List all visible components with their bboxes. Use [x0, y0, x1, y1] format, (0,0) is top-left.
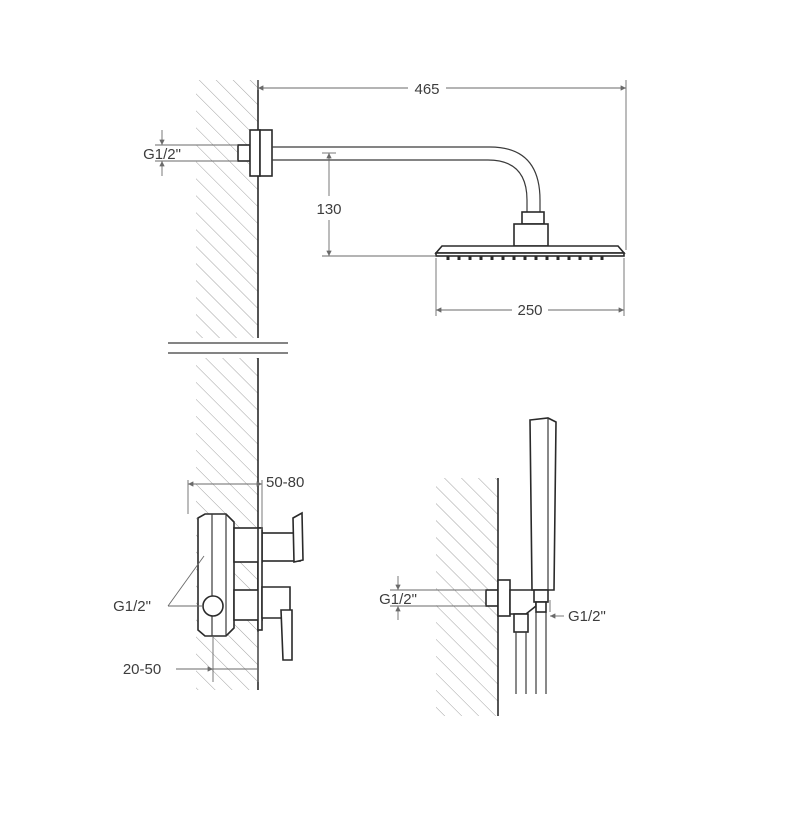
- hand-shower-assembly: [485, 417, 557, 694]
- dimension-hand-inlet: G1/2": [379, 576, 486, 620]
- upper-wall-section: [196, 80, 259, 338]
- nozzle: [523, 256, 527, 260]
- nozzle: [600, 256, 604, 260]
- dimension-total-width: 465: [257, 80, 627, 250]
- hand-outlet-label: G1/2": [568, 608, 606, 625]
- dimension-top-inlet: G1/2": [143, 130, 238, 176]
- nozzle: [501, 256, 505, 260]
- mixer-depth-label: 50-80: [266, 474, 304, 491]
- nozzle: [534, 256, 538, 260]
- nozzle: [446, 256, 450, 260]
- wall-break-line: [168, 342, 288, 354]
- nozzle: [479, 256, 483, 260]
- dimension-mixer-inlets: G1/2": [113, 555, 205, 615]
- shower-head-nozzles: [446, 256, 604, 260]
- dimension-head-diameter: 250: [435, 258, 625, 319]
- hand-inlet-label: G1/2": [379, 591, 417, 608]
- nozzle: [468, 256, 472, 260]
- dimension-mixer-recess: 20-50: [123, 632, 259, 682]
- arm-drop-label: 130: [316, 201, 341, 218]
- shower-arm-assembly: [237, 129, 626, 257]
- mixer-inlets-label: G1/2": [113, 598, 151, 615]
- nozzle: [545, 256, 549, 260]
- mixer-recess-label: 20-50: [123, 661, 161, 678]
- nozzle: [457, 256, 461, 260]
- head-diameter-label: 250: [517, 302, 542, 319]
- nozzle: [589, 256, 593, 260]
- nozzle: [490, 256, 494, 260]
- total-width-label: 465: [414, 81, 439, 98]
- dimension-hand-outlet: G1/2": [549, 600, 606, 625]
- dimension-arm-drop: 130: [316, 152, 436, 257]
- nozzle: [567, 256, 571, 260]
- dimension-mixer-depth: 50-80: [187, 474, 304, 530]
- nozzle: [512, 256, 516, 260]
- nozzle: [556, 256, 560, 260]
- concealed-mixer-body: [197, 511, 304, 661]
- top-inlet-label: G1/2": [143, 146, 181, 163]
- nozzle: [578, 256, 582, 260]
